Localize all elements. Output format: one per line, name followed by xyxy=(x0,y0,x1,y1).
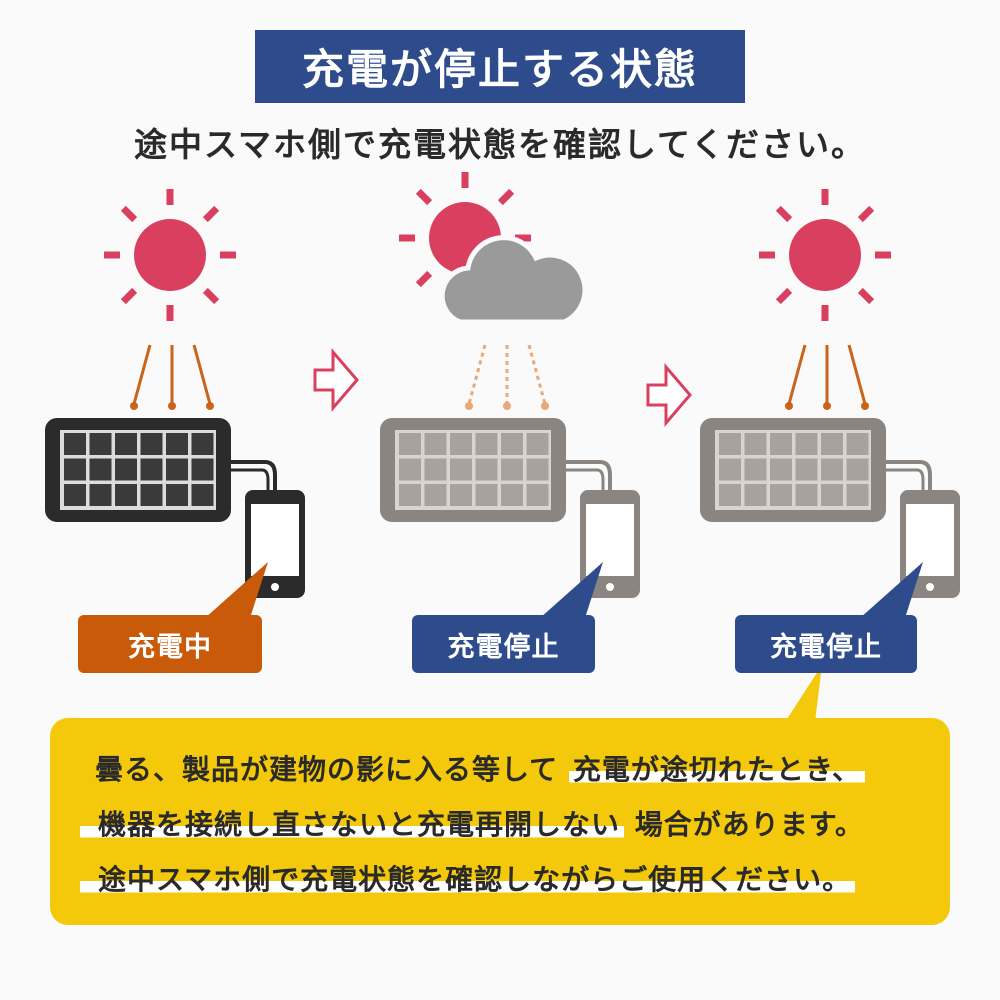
light-arrow-icon xyxy=(130,344,152,410)
next-arrow-icon xyxy=(646,362,692,428)
note-line-1: 曇る、製品が建物の影に入る等して 充電が途切れたとき、 xyxy=(95,748,865,788)
sun-icon xyxy=(759,189,891,321)
cloud-icon xyxy=(439,235,588,325)
light-arrow-icon xyxy=(785,344,807,410)
note-highlight: 充電が途切れたとき、 xyxy=(568,753,865,786)
note-line-2: 機器を接続し直さないと充電再開しない 場合があります。 xyxy=(80,803,864,843)
light-arrow-icon xyxy=(192,344,214,410)
light-arrow-icon xyxy=(527,344,549,410)
note-box: 曇る、製品が建物の影に入る等して 充電が途切れたとき、 機器を接続し直さないと充… xyxy=(50,718,950,925)
note-highlight: 途中スマホ側で充電状態を確認しながらご使用ください。 xyxy=(80,863,856,896)
note-text: 曇る、製品が建物の影に入る等して xyxy=(95,753,559,786)
light-arrow-icon xyxy=(847,344,869,410)
sun-icon xyxy=(104,189,236,321)
speech-pointer xyxy=(860,562,923,618)
light-arrow-icon xyxy=(465,344,487,410)
solar-panel-icon xyxy=(380,418,566,522)
note-line-3: 途中スマホ側で充電状態を確認しながらご使用ください。 xyxy=(80,858,856,898)
status-label-stopped-sun: 充電停止 xyxy=(735,615,917,673)
status-label-charging: 充電中 xyxy=(78,615,262,673)
page-title: 充電が停止する状態 xyxy=(255,30,745,103)
speech-pointer xyxy=(205,562,268,618)
light-arrow-icon xyxy=(503,345,511,410)
cable xyxy=(886,460,932,492)
note-text: 場合があります。 xyxy=(634,808,864,841)
light-arrow-icon xyxy=(823,345,831,410)
status-label-stopped-cloud: 充電停止 xyxy=(412,615,595,673)
solar-panel-icon xyxy=(45,418,231,522)
page-subtitle: 途中スマホ側で充電状態を確認してください。 xyxy=(133,125,867,164)
note-highlight: 機器を接続し直さないと充電再開しない xyxy=(80,808,625,841)
cable xyxy=(566,460,612,492)
cable xyxy=(231,460,277,492)
solar-panel-icon xyxy=(700,418,886,522)
speech-pointer xyxy=(540,562,603,618)
note-pointer xyxy=(785,665,822,722)
next-arrow-icon xyxy=(313,347,359,413)
light-arrow-icon xyxy=(168,345,176,410)
